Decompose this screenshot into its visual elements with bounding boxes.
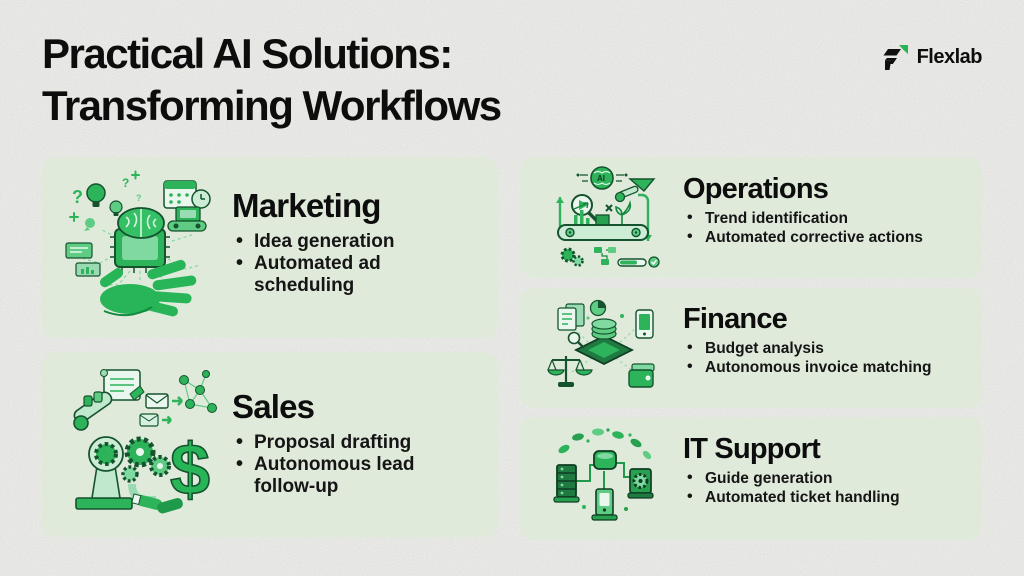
- bullet-list: Proposal drafting Autonomous lead follow…: [232, 431, 482, 498]
- kiosk-icon: [591, 488, 618, 521]
- bullet-item: Autonomous lead follow-up: [232, 453, 437, 498]
- bullet-item: Idea generation: [232, 230, 437, 253]
- robot-arm-icon: [73, 391, 133, 510]
- envelope-arrow-icon: [139, 393, 183, 427]
- svg-text:$: $: [170, 430, 210, 510]
- pie-chart-icon: [589, 299, 607, 317]
- bullet-item: Budget analysis: [683, 339, 973, 359]
- server-rack-icon: [553, 464, 580, 503]
- sales-text: Sales Proposal drafting Autonomous lead …: [232, 388, 482, 498]
- brand: Flexlab: [882, 44, 983, 71]
- wallet-cards-icon: [628, 363, 655, 388]
- contact-network-icon: [179, 370, 217, 413]
- bullet-list: Guide generation Automated ticket handli…: [683, 469, 973, 508]
- card-title: IT Support: [683, 433, 821, 465]
- card-title: Marketing: [232, 187, 381, 224]
- sales-illustration-icon: $: [60, 362, 222, 529]
- card-it-support: IT Support Guide generation Automated ti…: [520, 417, 982, 540]
- balance-scale-icon: [547, 356, 593, 387]
- card-marketing: ? ? ?: [42, 157, 498, 338]
- card-operations: AI: [520, 157, 982, 278]
- bullet-item: Automated corrective actions: [683, 228, 973, 248]
- ai-brain-icon: AI: [576, 166, 628, 190]
- card-title: Finance: [683, 303, 788, 335]
- bullet-list: Budget analysis Autonomous invoice match…: [683, 339, 973, 378]
- lightbulb-icon: [86, 183, 123, 216]
- hub-chip-icon: [593, 450, 617, 470]
- brain-icon: [117, 207, 165, 239]
- mini-cards-icon: [65, 242, 101, 277]
- card-title: Operations: [683, 173, 829, 205]
- page-title-line2: Transforming Workflows: [42, 82, 502, 129]
- operations-text: Operations Trend identification Automate…: [683, 172, 973, 247]
- magnifier-icon: [567, 331, 585, 349]
- phone-icon: [635, 309, 654, 339]
- brand-name: Flexlab: [916, 46, 983, 68]
- finance-text: Finance Budget analysis Autonomous invoi…: [683, 302, 973, 377]
- gears-icon: [121, 436, 171, 483]
- bullet-list: Trend identification Automated correctiv…: [683, 209, 973, 248]
- question-mark-icon: ? ? ?: [72, 176, 142, 207]
- svg-text:?: ?: [122, 176, 129, 190]
- bullet-item: Trend identification: [683, 209, 973, 229]
- flexlab-logo-icon: [882, 44, 909, 71]
- conveyor-screen-icon: [167, 206, 207, 232]
- documents-icon: [557, 303, 585, 331]
- card-sales: $ Sales Proposal drafting Autonomous lea…: [42, 352, 498, 537]
- card-finance: Finance Budget analysis Autonomous invoi…: [520, 288, 982, 408]
- conveyor-belt-icon: [557, 224, 649, 241]
- finance-illustration-icon: [544, 294, 664, 409]
- page-title: Practical AI Solutions: Transforming Wor…: [42, 28, 502, 132]
- it-support-illustration-icon: [544, 423, 664, 538]
- marketing-text: Marketing Idea generation Automated ad s…: [232, 187, 482, 297]
- svg-text:AI: AI: [597, 174, 605, 183]
- gear-flow-progress-icon: [560, 247, 660, 268]
- svg-text:?: ?: [136, 193, 142, 203]
- operations-illustration-icon: AI: [544, 163, 664, 278]
- bullet-item: Autonomous invoice matching: [683, 358, 973, 378]
- bullet-item: Proposal drafting: [232, 431, 437, 454]
- bullet-list: Idea generation Automated ad scheduling: [232, 230, 482, 297]
- bullet-item: Automated ad scheduling: [232, 252, 437, 297]
- bullet-item: Guide generation: [683, 469, 973, 489]
- clock-icon: [191, 189, 211, 209]
- coin-chip-icon: [573, 318, 635, 366]
- calendar-icon: [163, 180, 197, 209]
- svg-text:?: ?: [72, 187, 83, 207]
- dollar-icon: $: [169, 429, 211, 511]
- page-title-line1: Practical AI Solutions:: [42, 30, 453, 77]
- machine-gear-icon: [627, 468, 654, 499]
- it-support-text: IT Support Guide generation Automated ti…: [683, 432, 973, 507]
- bullet-item: Automated ticket handling: [683, 488, 973, 508]
- card-title: Sales: [232, 388, 315, 425]
- marketing-illustration-icon: ? ? ?: [60, 167, 222, 330]
